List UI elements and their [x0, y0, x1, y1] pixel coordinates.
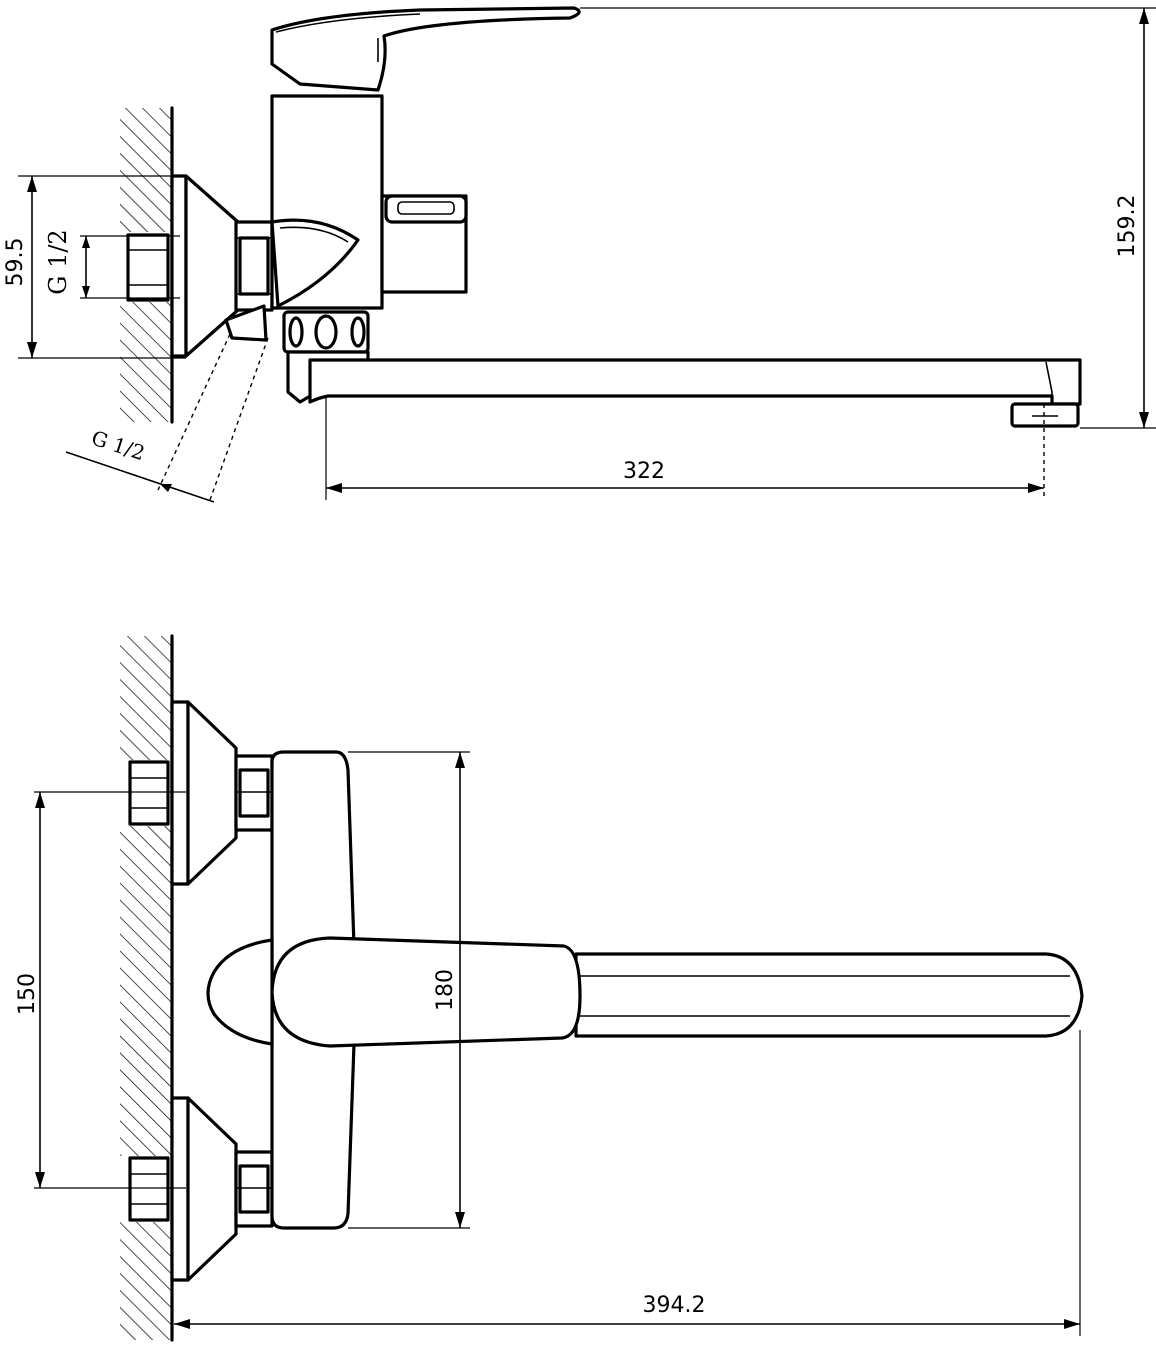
top-view: 150 180 394.2 — [15, 634, 1084, 1342]
dimension-159-2: 159.2 — [580, 7, 1156, 429]
side-view: 159.2 322 59.5 G 1/2 — [3, 6, 1156, 503]
eccentric-nut — [224, 220, 274, 342]
mixer-body — [270, 94, 468, 310]
inlet-spacing-label: 150 — [15, 973, 40, 1015]
dimension-150: 150 — [15, 791, 186, 1189]
inlet-pipe — [126, 233, 170, 302]
thread-inlet-label: G 1/2 — [44, 229, 72, 294]
spout-reach-label: 322 — [623, 459, 665, 484]
wall-section-lower — [120, 634, 174, 1342]
lower-inlet-assembly — [128, 1096, 274, 1282]
dimension-thread-inlet: G 1/2 — [44, 229, 180, 299]
wall-section-upper — [120, 106, 174, 424]
dimension-394-2: 394.2 — [174, 1030, 1081, 1336]
body-height-label: 180 — [433, 969, 458, 1011]
dimension-180: 180 — [348, 751, 470, 1229]
spout — [308, 358, 1082, 428]
thread-outlet-label: G 1/2 — [89, 426, 148, 466]
dimension-322: 322 — [325, 398, 1045, 500]
spout-top — [270, 936, 1084, 1048]
height-label: 159.2 — [1115, 195, 1140, 258]
lever-handle — [270, 6, 581, 92]
flange-diameter-label: 59.5 — [3, 238, 28, 287]
dimension-59-5: 59.5 — [3, 175, 186, 359]
total-reach-label: 394.2 — [643, 1293, 706, 1318]
